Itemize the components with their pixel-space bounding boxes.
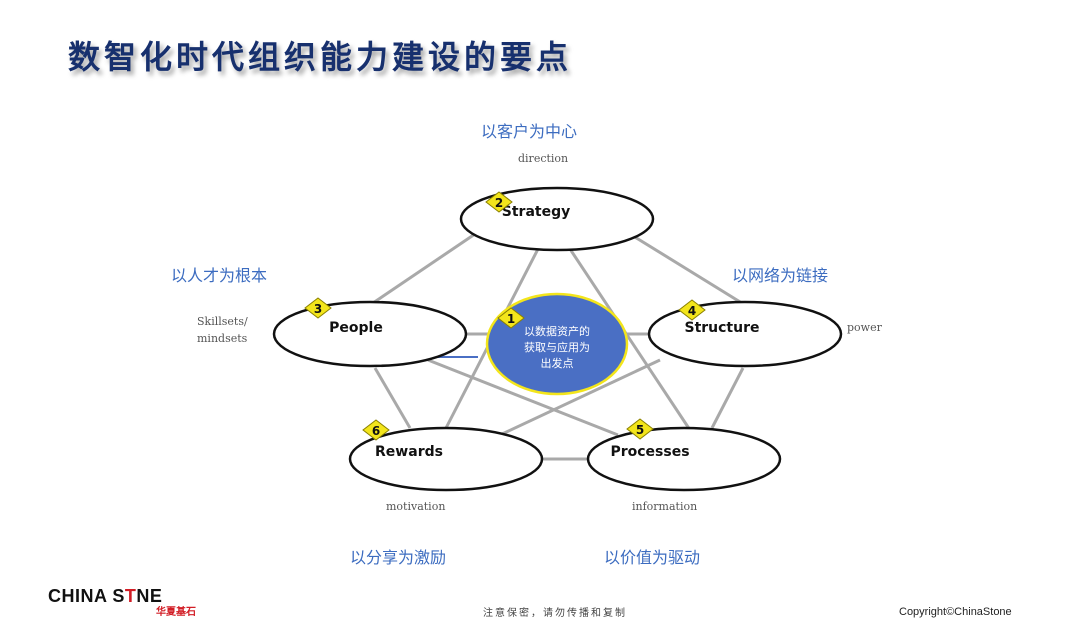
pillar-sharing-incentive: 以分享为激励 [350,548,447,567]
pillar-customer-centric: 以客户为中心 [481,122,578,141]
center-label-line2: 获取与应用为 [524,340,590,354]
line-strategy-structure [629,232,746,307]
copyright: Copyright©ChinaStone [899,606,1012,618]
sub-motivation: motivation [386,500,446,513]
sub-skillsets-line1: Skillsets/ [197,315,248,328]
badge-5: 5 [626,418,654,440]
svg-text:4: 4 [688,304,696,318]
svg-text:3: 3 [314,302,322,316]
svg-text:2: 2 [495,196,503,210]
sub-skillsets-line2: mindsets [197,332,248,345]
line-people-processes [427,358,619,437]
node-people [272,300,468,368]
node-structure [647,300,843,368]
node-processes-label: Processes [610,444,689,460]
badge-4: 4 [678,299,706,321]
svg-text:5: 5 [636,423,644,437]
logo-text-b: NE [136,586,163,606]
sub-information: information [632,500,698,513]
sub-skillsets: Skillsets/ mindsets [197,313,248,347]
node-processes [586,426,782,492]
badge-3: 3 [304,297,332,319]
chinastone-logo: CHINA STNE [48,586,162,607]
page-title: 数智化时代组织能力建设的要点 [68,38,573,76]
node-strategy-label: Strategy [502,204,570,220]
confidentiality-note: 注意保密，请勿传播和复制 [483,608,627,619]
svg-text:6: 6 [372,424,380,438]
line-structure-rewards [499,358,661,437]
pillar-talent: 以人才为根本 [171,266,268,285]
node-rewards-label: Rewards [375,444,443,460]
center-label-line3: 出发点 [541,356,574,370]
node-structure-label: Structure [684,320,759,336]
pillar-network: 以网络为链接 [732,266,829,285]
badge-6: 6 [362,419,390,441]
sub-power: power [847,321,882,334]
logo-chinese-name: 华夏基石 [156,607,196,618]
logo-text-o: T [124,586,137,606]
line-strategy-processes [568,248,692,431]
svg-text:1: 1 [507,312,515,326]
line-people-rewards [373,367,412,429]
pillar-value-driven: 以价值为驱动 [604,548,701,567]
line-strategy-people [369,232,476,307]
line-structure-processes [710,367,745,429]
badge-1: 1 [497,307,525,329]
node-people-label: People [329,320,383,336]
node-rewards [348,426,544,492]
center-label-line1: 以数据资产的 [524,324,590,338]
logo-text-a: CHINA S [48,586,125,606]
badge-2: 2 [485,191,513,213]
sub-direction: direction [518,152,569,165]
